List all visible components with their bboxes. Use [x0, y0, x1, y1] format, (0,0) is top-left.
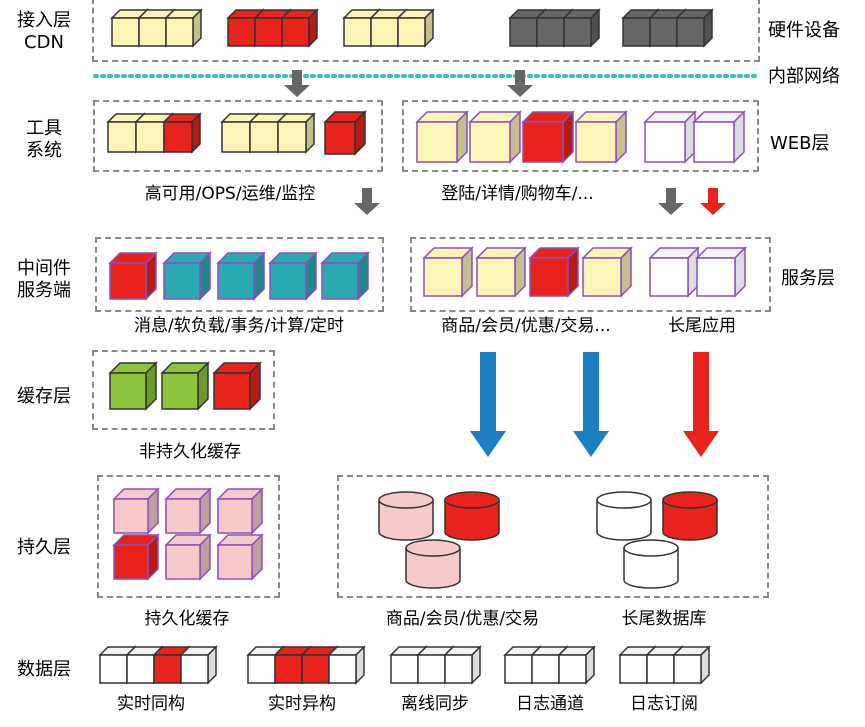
cdn-cube [675, 8, 714, 48]
persistence-cube [164, 533, 212, 581]
persistence-layer-label: 持久层 [17, 537, 71, 558]
data-item-label: 实时同构 [117, 694, 185, 714]
web-cube [521, 110, 575, 164]
data-item-label: 日志订阅 [630, 694, 698, 714]
web-layer-label: WEB层 [770, 133, 830, 154]
web-caption: 登陆/详情/购物车/... [441, 184, 594, 204]
tools-cube [276, 112, 316, 154]
middleware-caption: 消息/软负载/事务/计算/定时 [134, 316, 344, 336]
data-cube [557, 645, 596, 685]
cache-cube [212, 361, 262, 411]
persistence-caption: 持久化缓存 [144, 609, 230, 629]
web-cube [415, 110, 469, 164]
tools-box [93, 100, 383, 172]
web-cube [643, 110, 697, 164]
tools-cube [162, 112, 202, 154]
cdn-cube [396, 8, 435, 48]
database-cylinder [405, 539, 461, 589]
middleware-box [95, 237, 384, 312]
middleware-cube [162, 251, 212, 301]
data-item-label: 实时异构 [268, 694, 336, 714]
internal-network-label: 内部网络 [768, 66, 840, 87]
database-cylinder [596, 491, 652, 541]
service-cube [695, 246, 747, 298]
cdn-cube [280, 8, 319, 48]
persistence-box [97, 475, 280, 598]
middleware-cube [216, 251, 266, 301]
middleware-cube [268, 251, 318, 301]
service-caption: 商品/会员/优惠/交易... [441, 316, 611, 336]
data-cube [672, 645, 711, 685]
tools-cube [248, 112, 288, 154]
cdn-box [92, 0, 760, 62]
database-cylinder [662, 491, 718, 541]
persistence-cube [112, 487, 160, 535]
data-cube [443, 645, 482, 685]
persistence-cube [216, 487, 264, 535]
web-cube [692, 110, 746, 164]
hardware-label: 硬件设备 [768, 20, 840, 41]
middleware-cube [108, 251, 158, 301]
persistence-cube [164, 487, 212, 535]
data-item-label: 日志通道 [516, 694, 584, 714]
middleware-cube [320, 251, 370, 301]
service-cube [422, 246, 474, 298]
tools-caption: 高可用/OPS/运维/监控 [144, 184, 316, 204]
cdn-cube [226, 8, 265, 48]
cache-layer-label: 缓存层 [17, 386, 71, 407]
cache-cube [160, 361, 210, 411]
cache-caption: 非持久化缓存 [139, 442, 241, 462]
database-cylinder [444, 491, 500, 541]
down-arrow [507, 70, 533, 97]
cdn-cube [562, 8, 601, 48]
down-arrow [354, 188, 380, 215]
service-cube [528, 246, 580, 298]
cache-cube [108, 361, 158, 411]
service-layer-label: 服务层 [781, 268, 835, 289]
data-cube [327, 645, 366, 685]
data-layer-label: 数据层 [17, 659, 71, 680]
tools-layer-label: 工具系统 [26, 118, 62, 161]
data-item-label: 离线同步 [401, 694, 469, 714]
down-arrow-blue [470, 352, 506, 457]
database-cylinder [623, 539, 679, 589]
down-arrow-red [683, 352, 719, 457]
web-cube [574, 110, 628, 164]
down-arrow [284, 70, 310, 97]
database-cylinder [378, 491, 434, 541]
database-box [337, 475, 769, 598]
persistence-cube [216, 533, 264, 581]
cdn-cube [164, 8, 203, 48]
database-caption: 商品/会员/优惠/交易 [385, 609, 540, 629]
service-cube [648, 246, 700, 298]
down-arrow-blue [573, 352, 609, 457]
service-box [410, 237, 771, 312]
down-arrow-red [700, 188, 726, 215]
persistence-cube [112, 533, 160, 581]
tools-cube [323, 110, 367, 156]
service-cube [475, 246, 527, 298]
web-box [402, 100, 759, 172]
data-cube [179, 645, 218, 685]
web-cube [468, 110, 522, 164]
down-arrow [658, 188, 684, 215]
cache-box [92, 350, 275, 430]
service-cube [581, 246, 633, 298]
long-tail-db-caption: 长尾数据库 [621, 609, 707, 629]
middleware-layer-label: 中间件服务端 [17, 258, 71, 301]
long-tail-app-caption: 长尾应用 [668, 316, 736, 336]
